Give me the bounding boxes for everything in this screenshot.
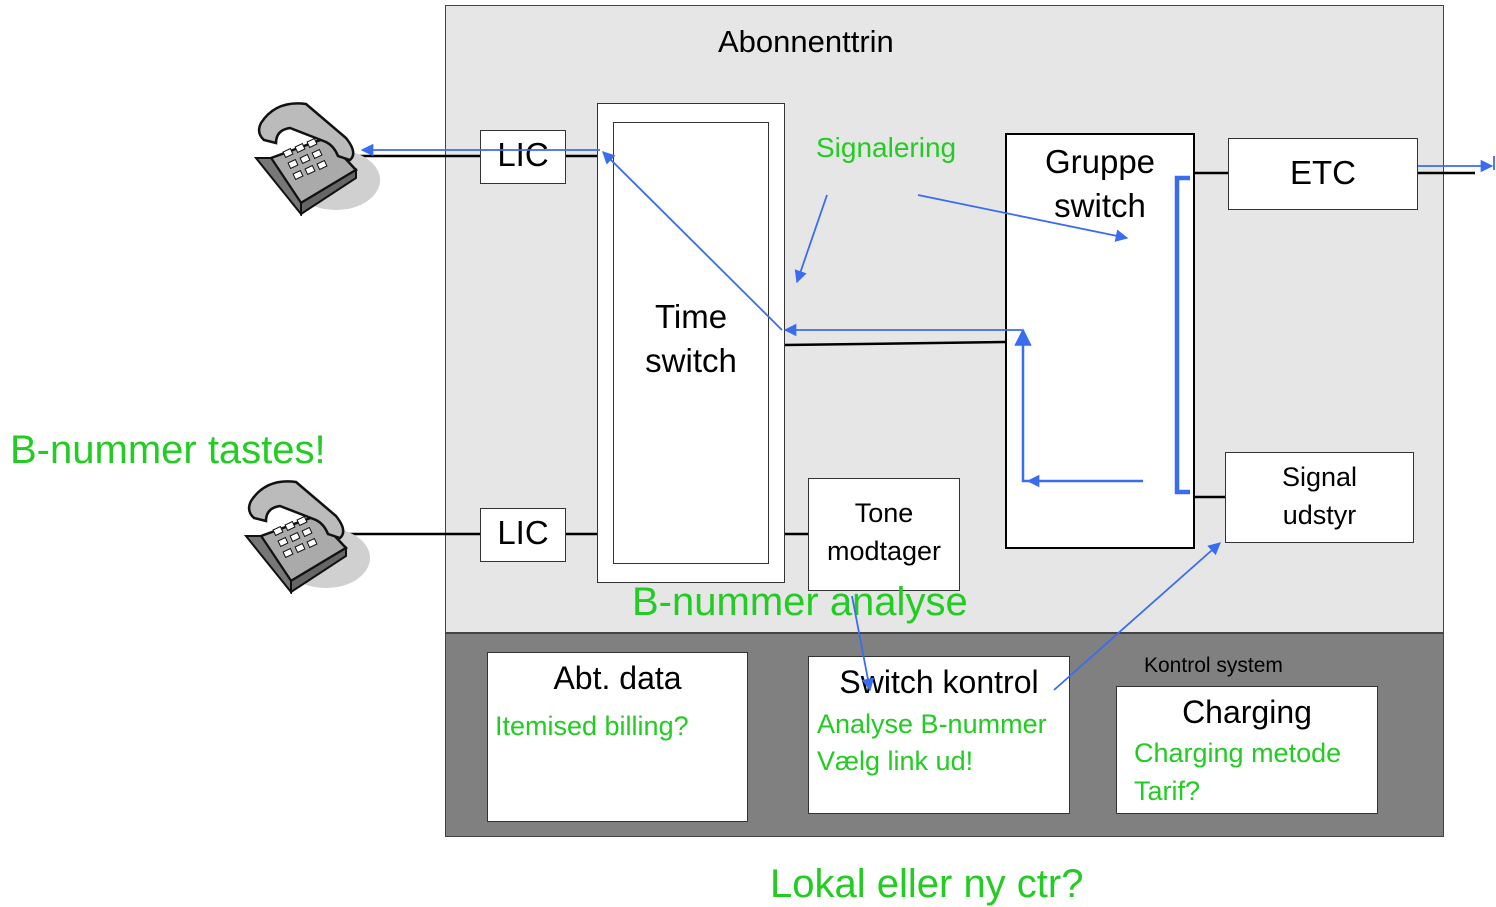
exchange-title: Abonnenttrin	[718, 24, 894, 59]
time-switch-label-2: switch	[645, 342, 737, 379]
time-switch-inner	[613, 122, 769, 564]
signalering-annotation: Signalering	[816, 132, 957, 163]
charging-note-2: Tarif?	[1134, 776, 1201, 806]
switch-control-note-2: Vælg link ud!	[817, 746, 974, 776]
local-or-new-center-annotation: Lokal eller ny ctr?	[770, 862, 1084, 906]
telephone-icon	[243, 480, 370, 594]
signal-equipment	[1225, 452, 1414, 543]
etc-box	[1228, 138, 1418, 210]
lic-bottom-label: LIC	[497, 514, 549, 551]
time-switch-label-1: Time	[654, 298, 728, 335]
signal-label-2: udstyr	[1282, 500, 1357, 530]
group-switch-label-1: Gruppe	[1044, 143, 1156, 180]
tone-receiver-label-1: Tone	[854, 498, 914, 528]
charging-note-1: Charging metode	[1134, 738, 1342, 768]
lic-top	[480, 130, 566, 184]
tone-receiver-label-2: modtager	[826, 536, 942, 566]
abt-data-box	[487, 652, 748, 822]
group-switch-label-2: switch	[1054, 187, 1146, 224]
switch-control-note-1: Analyse B-nummer	[817, 709, 1047, 739]
control-system-label: Kontrol system	[1144, 654, 1283, 677]
etc-label: ETC	[1290, 154, 1356, 191]
lic-top-label: LIC	[497, 136, 549, 173]
charging-title: Charging	[1182, 694, 1312, 730]
telephone-icon	[253, 102, 380, 216]
signal-label-1: Signal	[1281, 462, 1358, 492]
abt-data-note: Itemised billing?	[495, 711, 689, 741]
switch-control-box	[808, 656, 1070, 814]
lic-bottom	[480, 508, 566, 562]
b-number-dialed-annotation: B-nummer tastes!	[10, 428, 326, 472]
tone-receiver	[808, 478, 960, 591]
abt-data-title: Abt. data	[553, 660, 682, 696]
b-number-analysis-annotation: B-nummer analyse	[632, 580, 968, 624]
charging-box	[1116, 686, 1378, 814]
